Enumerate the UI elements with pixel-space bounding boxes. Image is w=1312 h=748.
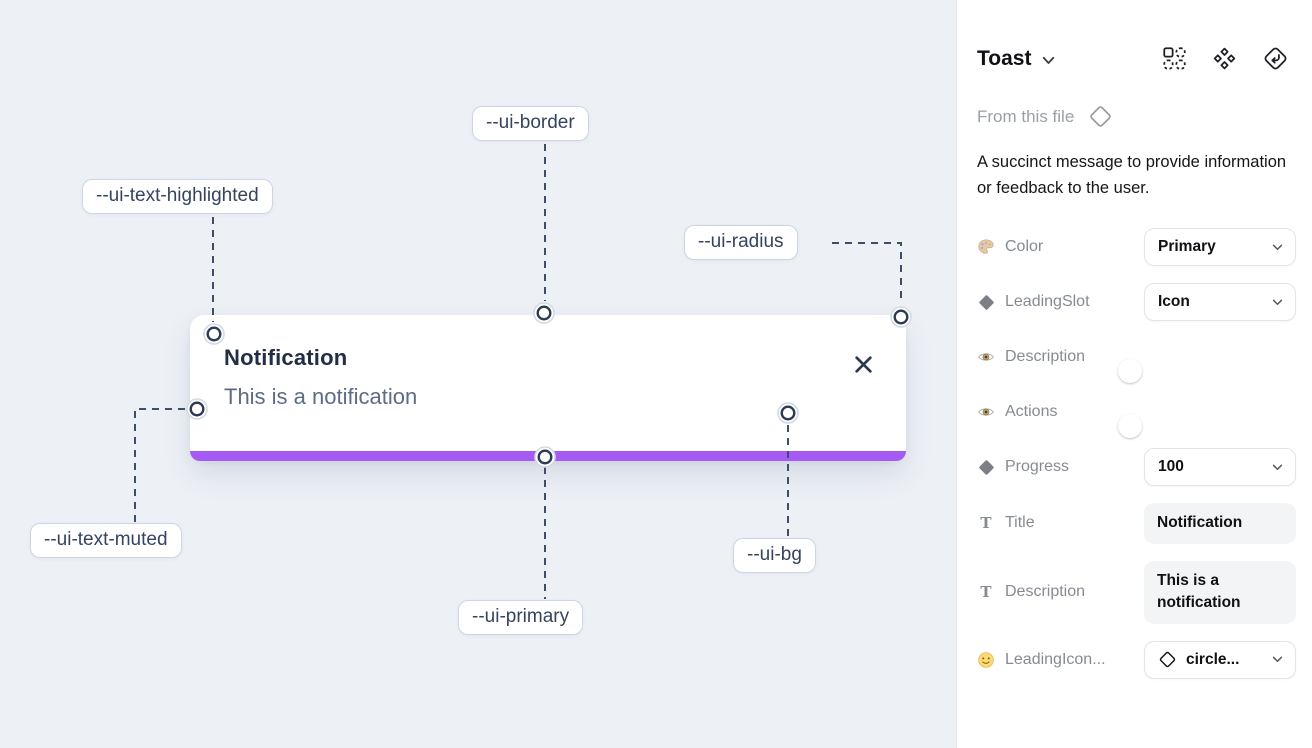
- var-label-ui-radius[interactable]: --ui-radius: [684, 225, 798, 260]
- select-value: Primary: [1158, 238, 1216, 256]
- prop-label-text: Description: [1005, 583, 1086, 601]
- source-row: From this file: [977, 103, 1296, 130]
- prop-label-text: Progress: [1005, 458, 1070, 476]
- diamond-icon: [977, 458, 995, 476]
- select-value: circle...: [1186, 650, 1240, 668]
- chevron-down-icon: [1272, 656, 1283, 663]
- chevron-down-icon: [1272, 244, 1283, 251]
- dashed-grid-icon[interactable]: [1163, 47, 1186, 70]
- design-canvas[interactable]: Notification This is a notification: [0, 0, 956, 748]
- diamond-icon: [977, 293, 995, 311]
- panel-header: Toast: [977, 46, 1296, 71]
- title-input[interactable]: Notification: [1144, 503, 1296, 544]
- prop-label-text: Title: [1005, 514, 1035, 532]
- component-title: Toast: [977, 46, 1032, 70]
- text-type-icon: T: [980, 514, 992, 533]
- text-type-icon: T: [980, 583, 992, 602]
- back-to-component-icon[interactable]: [1263, 46, 1288, 71]
- properties-panel: Toast: [956, 0, 1312, 748]
- source-label: From this file: [977, 106, 1075, 126]
- progress-select[interactable]: 100: [1144, 448, 1296, 487]
- leadingslot-select[interactable]: Icon: [1144, 283, 1296, 322]
- prop-row-progress: Progress 100: [977, 448, 1296, 487]
- var-label-ui-text-highlighted[interactable]: --ui-text-highlighted: [82, 179, 273, 214]
- diamond-outline-icon: [1087, 103, 1114, 130]
- component-variants-icon[interactable]: [1213, 47, 1236, 70]
- toast-description: This is a notification: [224, 384, 418, 409]
- chevron-down-icon: [1272, 299, 1283, 306]
- select-value: 100: [1158, 458, 1184, 476]
- prop-row-actions-toggle: Actions: [977, 393, 1296, 439]
- description-input[interactable]: This is a notification: [1144, 560, 1296, 624]
- toast-progress-bar: [190, 451, 906, 461]
- smiley-icon: [977, 651, 995, 669]
- prop-label-text: LeadingSlot: [1005, 293, 1090, 311]
- eye-icon: [977, 403, 995, 421]
- prop-row-leadingslot: LeadingSlot Icon: [977, 283, 1296, 322]
- var-label-ui-text-muted[interactable]: --ui-text-muted: [30, 523, 182, 558]
- palette-icon: [977, 238, 995, 256]
- var-label-ui-bg[interactable]: --ui-bg: [733, 538, 816, 573]
- eye-icon: [977, 348, 995, 366]
- close-icon[interactable]: [853, 354, 874, 375]
- prop-row-title: T Title Notification: [977, 503, 1296, 544]
- prop-row-leadingicon: LeadingIcon... circle...: [977, 640, 1296, 679]
- prop-row-description-text: T Description This is a notification: [977, 560, 1296, 624]
- diamond-outline-icon: [1158, 650, 1177, 669]
- component-description: A succinct message to provide informatio…: [977, 153, 1287, 197]
- prop-label-text: Description: [1005, 348, 1086, 366]
- color-select[interactable]: Primary: [1144, 228, 1296, 267]
- prop-label-text: Color: [1005, 238, 1044, 256]
- var-label-ui-primary[interactable]: --ui-primary: [458, 600, 584, 635]
- leadingicon-select[interactable]: circle...: [1144, 640, 1296, 679]
- chevron-down-icon: [1272, 464, 1283, 471]
- select-value: Icon: [1158, 293, 1190, 311]
- var-label-ui-border[interactable]: --ui-border: [472, 106, 589, 141]
- toast-component-preview[interactable]: Notification This is a notification: [190, 315, 906, 461]
- chevron-down-icon[interactable]: [1042, 56, 1055, 65]
- prop-label-text: Actions: [1005, 403, 1058, 421]
- prop-row-description-toggle: Description: [977, 338, 1296, 384]
- prop-label-text: LeadingIcon...: [1005, 650, 1106, 668]
- prop-row-color: Color Primary: [977, 228, 1296, 267]
- toast-title: Notification: [224, 345, 348, 370]
